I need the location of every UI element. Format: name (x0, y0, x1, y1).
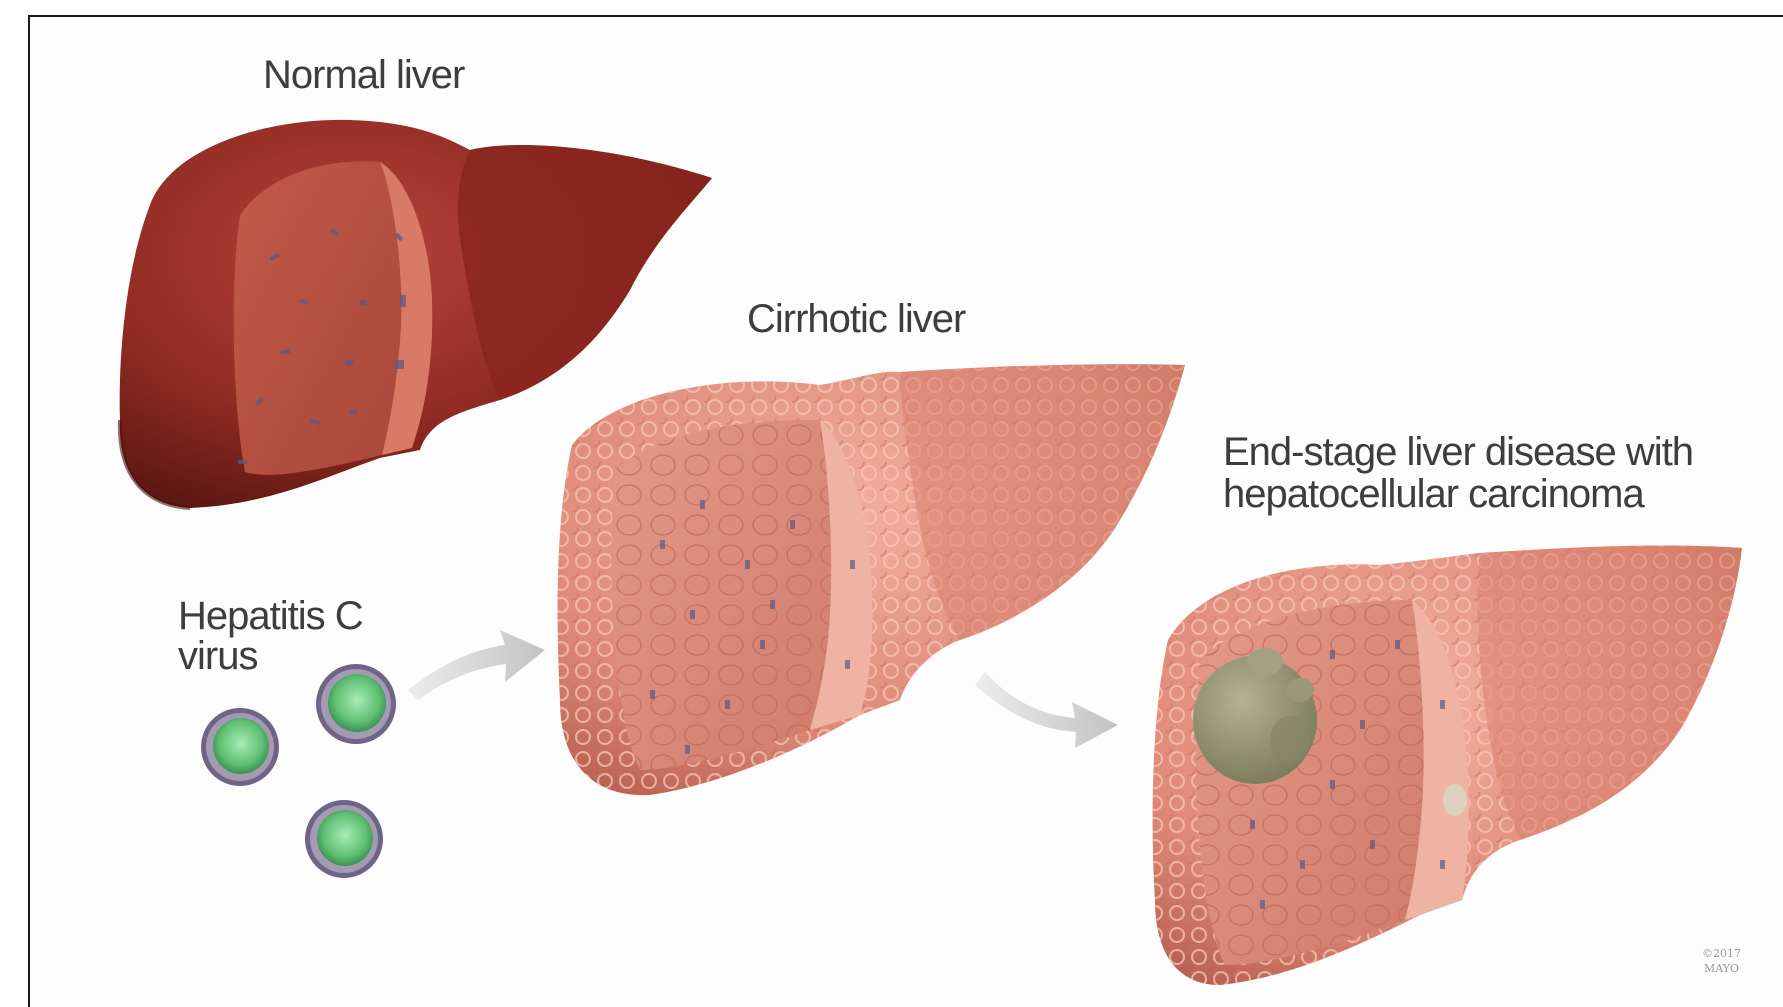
end-stage-liver-label: End-stage liver disease with hepatocellu… (1223, 431, 1693, 515)
virus-particles (201, 664, 396, 878)
copyright-notice: ©2017 MAYO (1702, 946, 1741, 976)
progression-arrow-icon (975, 672, 1118, 748)
virus-particle-icon (316, 664, 396, 744)
virus-particle-icon (305, 800, 383, 878)
cirrhotic-liver-label: Cirrhotic liver (747, 298, 965, 340)
hepatitis-c-label: Hepatitis C virus (178, 596, 363, 676)
normal-liver-label: Normal liver (263, 54, 464, 96)
progression-arrow-icon (408, 630, 545, 700)
end-stage-liver-illustration (1153, 545, 1742, 985)
virus-particle-icon (201, 708, 279, 786)
